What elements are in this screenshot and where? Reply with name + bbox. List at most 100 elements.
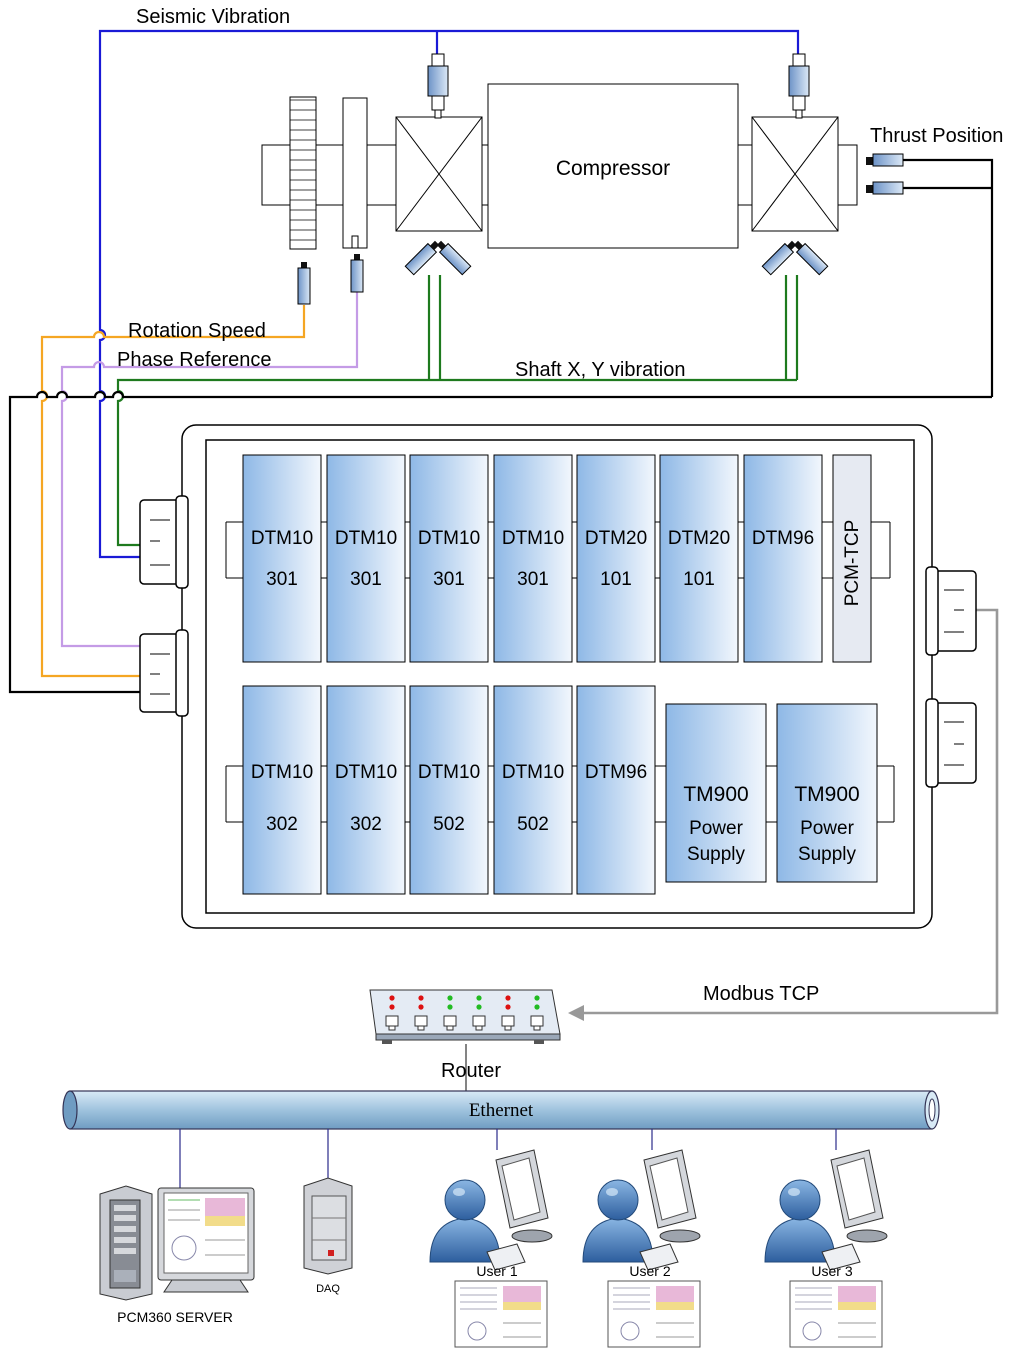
router-label: Router — [441, 1060, 501, 1082]
phase-collar — [342, 97, 368, 249]
module-sub: 301 — [350, 569, 382, 590]
thrust-wire — [8, 158, 994, 694]
ethernet-bus: Ethernet — [62, 1090, 940, 1130]
module-sub: 301 — [266, 569, 298, 590]
user-workstation-1: User 1 — [429, 1149, 553, 1348]
user-workstation-2: User 2 — [582, 1149, 701, 1348]
router-led-icon — [534, 1004, 540, 1010]
modbus-arrow-icon — [568, 1005, 584, 1021]
power-supply-line2: Supply — [687, 844, 746, 865]
router-port-icon — [385, 1015, 399, 1027]
router-led-icon — [534, 995, 540, 1001]
thrust-probe-icon — [866, 153, 904, 167]
monitor-icon — [830, 1149, 888, 1243]
user-avatar-icon — [582, 1179, 654, 1263]
module-name: DTM10 — [502, 528, 564, 549]
ethernet-drops — [179, 1129, 837, 1188]
router-led-icon — [389, 995, 395, 1001]
router-led-icon — [418, 995, 424, 1001]
server-tower-icon — [99, 1185, 153, 1301]
module-sub: 502 — [517, 814, 549, 835]
router-led-icon — [476, 1004, 482, 1010]
dashboard-thumbnail — [789, 1280, 883, 1348]
proximity-probe-icon — [436, 240, 472, 276]
router-led-icon — [505, 1004, 511, 1010]
daq-tower-icon — [303, 1177, 353, 1275]
router-port-icon — [501, 1015, 515, 1027]
user-avatar-icon — [764, 1179, 836, 1263]
keyboard-icon — [639, 1243, 679, 1271]
router-port-icon — [414, 1015, 428, 1027]
module-bottom-4: DTM10 502 — [493, 685, 573, 895]
daq-label: DAQ — [316, 1283, 340, 1295]
module-sub: 101 — [600, 569, 632, 590]
monitor-rack: DTM10 301 DTM10 301 DTM10 301 DTM10 301 … — [139, 424, 977, 929]
phase-reference-wire — [60, 292, 359, 648]
left-bearing — [395, 116, 483, 232]
module-name: DTM10 — [335, 528, 397, 549]
module-bottom-3: DTM10 502 — [409, 685, 489, 895]
thrust-position-label: Thrust Position — [870, 125, 1003, 147]
power-supply-2: TM900 Power Supply — [776, 703, 878, 883]
shaft-vibration-label: Shaft X, Y vibration — [515, 359, 685, 381]
monitor-icon — [495, 1149, 553, 1243]
compressor-label: Compressor — [556, 157, 670, 180]
speed-gear-icon — [289, 96, 317, 250]
module-top-5: DTM20 101 — [576, 454, 656, 663]
power-supply-name: TM900 — [794, 783, 859, 806]
sensors — [297, 53, 904, 305]
thrust-probe-icon — [866, 181, 904, 195]
router-port-icon — [530, 1015, 544, 1027]
rack-connector-left-bottom — [139, 629, 189, 717]
router-led-icon — [447, 995, 453, 1001]
module-top-6: DTM20 101 — [659, 454, 739, 663]
module-top-2: DTM10 301 — [326, 454, 406, 663]
power-supply-line1: Power — [689, 818, 744, 839]
power-supply-name: TM900 — [683, 783, 748, 806]
module-name: DTM10 — [418, 762, 480, 783]
router-led-icon — [447, 1004, 453, 1010]
user-workstation-3: User 3 — [764, 1149, 888, 1348]
modbus-wire — [580, 608, 999, 1015]
modbus-tcp-label: Modbus TCP — [703, 983, 819, 1005]
module-top-3: DTM10 301 — [409, 454, 489, 663]
module-sub: 101 — [683, 569, 715, 590]
ethernet-label: Ethernet — [469, 1100, 534, 1121]
speed-probe-icon — [297, 262, 311, 305]
router-led-icon — [389, 1004, 395, 1010]
proximity-probe-icon — [793, 240, 829, 276]
dashboard-thumbnail — [607, 1280, 701, 1348]
proximity-probe-icon — [404, 240, 440, 276]
router-led-icon — [418, 1004, 424, 1010]
rotation-speed-wire — [40, 305, 306, 678]
module-bottom-1: DTM10 302 — [242, 685, 322, 895]
module-top-1: DTM10 301 — [242, 454, 322, 663]
right-bearing — [751, 116, 839, 232]
keyboard-icon — [486, 1243, 526, 1271]
seismic-sensor-icon — [788, 53, 810, 119]
seismic-sensor-icon — [427, 53, 449, 119]
shaft-vibration-wire — [116, 275, 799, 547]
router-led-icon — [505, 995, 511, 1001]
compressor-box — [487, 83, 739, 249]
power-supply-1: TM900 Power Supply — [665, 703, 767, 883]
router-icon — [369, 989, 561, 1044]
monitor-icon — [643, 1149, 701, 1243]
module-top-4: DTM10 301 — [493, 454, 573, 663]
phase-reference-label: Phase Reference — [117, 349, 272, 371]
power-supply-line2: Supply — [798, 844, 857, 865]
rotation-speed-label: Rotation Speed — [128, 320, 266, 342]
pcm-tcp-label: PCM-TCP — [842, 520, 863, 607]
server-monitor-icon — [157, 1187, 255, 1293]
phase-probe-icon — [350, 254, 364, 293]
power-supply-line1: Power — [800, 818, 855, 839]
module-name: DTM96 — [585, 762, 647, 783]
router-port-icon — [472, 1015, 486, 1027]
server-label: PCM360 SERVER — [117, 1309, 233, 1325]
module-bottom-2: DTM10 302 — [326, 685, 406, 895]
router-led-icon — [476, 995, 482, 1001]
module-sub: 301 — [517, 569, 549, 590]
user-label: User 3 — [811, 1263, 852, 1279]
user-avatar-icon — [429, 1179, 501, 1263]
rack-connector-right-top — [925, 566, 977, 656]
